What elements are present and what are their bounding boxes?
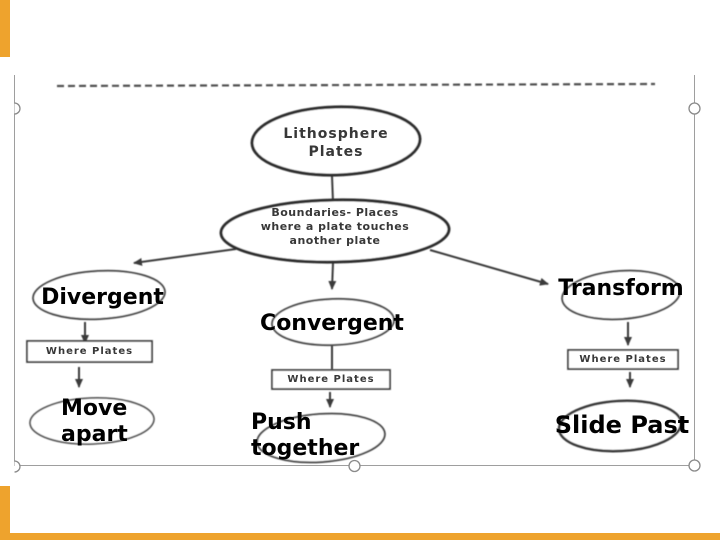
where-plates-label-transform: Where Plates	[579, 354, 667, 365]
where-plates-box-divergent	[26, 340, 153, 363]
push-together-ellipse	[256, 412, 386, 464]
dashed-separator	[56, 82, 656, 88]
connector-root-to-boundaries	[331, 175, 334, 203]
resize-handle-bottom-middle[interactable]	[348, 459, 361, 473]
slide-edge-bottom-left	[0, 486, 10, 540]
move-apart-ellipse	[29, 397, 155, 445]
divergent-label: Divergent	[41, 285, 164, 310]
where-plates-box-transform	[567, 349, 679, 370]
resize-handle-left-lower[interactable]	[14, 460, 21, 473]
push-together-label: Push together	[251, 410, 360, 461]
slide-edge-top-left	[0, 0, 10, 57]
transform-label: Transform	[558, 276, 684, 301]
boundaries-ellipse	[219, 198, 451, 264]
lithosphere-plates-ellipse	[250, 105, 422, 177]
connector-boundaries-to-divergent	[133, 248, 237, 266]
slide-past-label: Slide Past	[554, 411, 690, 439]
connector-boundaries-to-convergent	[328, 262, 337, 290]
where-plates-label-convergent: Where Plates	[287, 374, 375, 385]
resize-handle-right-upper[interactable]	[688, 102, 701, 115]
divergent-ellipse	[32, 269, 166, 321]
connector-boundaries-to-transform	[429, 249, 549, 286]
convergent-label: Convergent	[260, 311, 404, 336]
boundaries-label: Boundaries- Places where a plate touches…	[260, 206, 410, 247]
resize-handle-left-upper[interactable]	[14, 102, 21, 115]
slide-edge-bottom	[0, 533, 720, 540]
lithosphere-plates-label: Lithosphere Plates	[283, 126, 389, 160]
move-apart-label: Move apart	[61, 396, 128, 447]
resize-handle-right-lower[interactable]	[688, 459, 701, 472]
convergent-ellipse	[271, 297, 395, 347]
where-plates-box-convergent	[271, 369, 391, 390]
where-plates-label-divergent: Where Plates	[45, 346, 134, 357]
slide-past-ellipse	[557, 399, 683, 453]
transform-ellipse	[561, 269, 681, 321]
